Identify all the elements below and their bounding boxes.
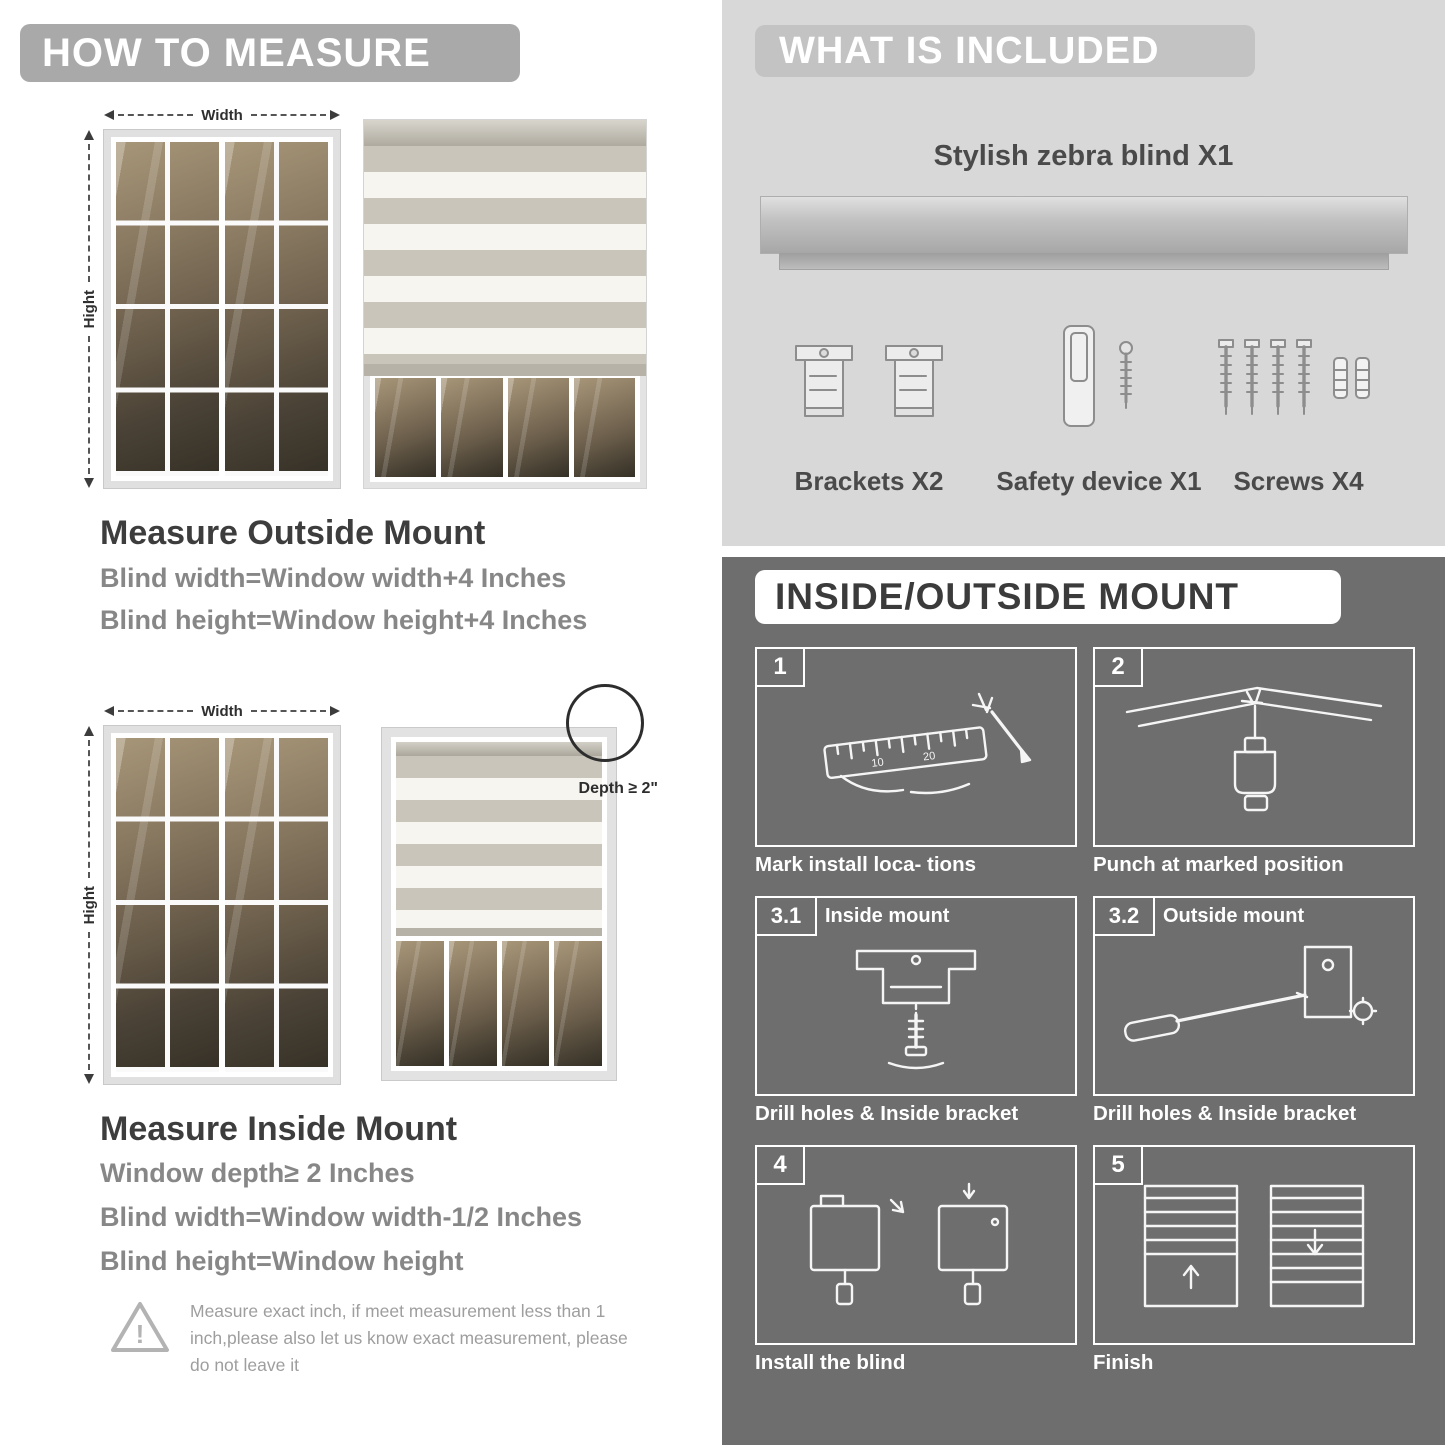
step-4-panel: 4 Install the bli: [755, 1145, 1077, 1377]
inside-bracket-screw-icon: [855, 949, 977, 1070]
window-sash: [225, 738, 328, 1072]
step-caption: Finish: [1093, 1351, 1154, 1374]
blind-in-frame: [396, 742, 602, 937]
window-sash: [116, 738, 219, 1072]
how-to-measure-header: HOW TO MEASURE: [20, 24, 520, 82]
step-number: 3.2: [1095, 898, 1155, 936]
brackets-icon: [795, 345, 943, 417]
what-is-included-header: WHAT IS INCLUDED: [755, 25, 1255, 77]
inside-mount-formula-height: Blind height=Window height: [100, 1246, 464, 1276]
outside-mount-blind-illustration: [364, 120, 646, 488]
svg-text:20: 20: [922, 750, 936, 763]
outside-bracket-screwdriver-icon: [1123, 945, 1378, 1042]
step-caption: Punch at marked position: [1093, 853, 1344, 876]
install-blind-icon: [809, 1182, 1009, 1306]
step-2-panel: 2 Punch at marked position: [1093, 647, 1415, 879]
height-arrow-label: Hight: [80, 885, 98, 925]
step-sublabel: Outside mount: [1163, 905, 1305, 927]
outside-mount-formula-width: Blind width=Window width+4 Inches: [100, 563, 567, 593]
blind-headrail: [364, 120, 646, 146]
inside-mount-depth-line: Window depth≥ 2 Inches: [100, 1158, 415, 1188]
product-title: Stylish zebra blind X1: [933, 140, 1234, 172]
window-illustration-outside: Width Hight: [78, 104, 341, 489]
blind-stripes: [364, 146, 646, 364]
safety-device-icon: [1063, 325, 1133, 427]
screws-label: Screws X4: [1233, 466, 1364, 496]
step-5-panel: 5 Finish: [1093, 1145, 1415, 1377]
window-image: [104, 726, 340, 1084]
arrow-right-icon: [330, 706, 341, 716]
step-1-panel: 1 10 20 Mar: [755, 647, 1077, 879]
arrow-up-icon: [84, 130, 94, 140]
arrow-down-icon: [84, 1074, 94, 1085]
inside-mount-blind-illustration: Depth ≥ 2": [382, 684, 658, 1080]
arrow-left-icon: [104, 706, 114, 716]
step-number: 1: [757, 649, 805, 687]
window-lower-panes: [396, 941, 602, 1066]
step-caption: Drill holes & Inside bracket: [1093, 1102, 1357, 1125]
outside-mount-title: Measure Outside Mount: [100, 514, 486, 552]
what-is-included-section: WHAT IS INCLUDED Stylish zebra blind X1: [722, 0, 1445, 546]
measurement-note-text: Measure exact inch, if meet measurement …: [190, 1301, 628, 1376]
depth-circle-annotation: [566, 684, 644, 762]
window-illustration-inside: Width Hight: [78, 700, 341, 1085]
svg-text:10: 10: [871, 756, 885, 769]
blind-bottomrail: [364, 364, 646, 376]
height-arrow-label: Hight: [80, 289, 98, 329]
arrow-up-icon: [84, 726, 94, 736]
step-3-1-panel: 3.1 Inside mount Drill holes & Ins: [755, 896, 1077, 1128]
finished-blinds-icon: [1143, 1184, 1365, 1308]
window-sash: [116, 142, 219, 476]
warning-triangle-icon: !: [111, 1302, 169, 1352]
step-number: 5: [1095, 1147, 1143, 1185]
step-number: 4: [757, 1147, 805, 1185]
zebra-blind-headrail-image: [760, 196, 1408, 270]
height-arrow: Hight: [78, 130, 100, 489]
step-3-2-panel: 3.2 Outside mount Drill holes & Inside b…: [1093, 896, 1415, 1128]
height-arrow: Hight: [78, 726, 100, 1085]
arrow-down-icon: [84, 478, 94, 489]
safety-device-label: Safety device X1: [996, 466, 1202, 496]
step-sublabel: Inside mount: [825, 905, 950, 927]
mount-instructions-section: INSIDE/OUTSIDE MOUNT 1 10 20: [722, 557, 1445, 1445]
inside-mount-formula-width: Blind width=Window width-1/2 Inches: [100, 1202, 583, 1232]
window-image: [104, 130, 340, 488]
drill-icon: [1125, 686, 1383, 812]
step-caption: Mark install loca- tions: [755, 853, 976, 876]
inside-mount-title: Measure Inside Mount: [100, 1110, 458, 1148]
measurement-note: ! Measure exact inch, if meet measuremen…: [108, 1298, 648, 1379]
width-arrow: Width: [78, 700, 341, 722]
brackets-label: Brackets X2: [794, 466, 944, 496]
window-lower-panes: [364, 376, 646, 488]
width-arrow-label: Width: [201, 106, 243, 124]
width-arrow-label: Width: [201, 702, 243, 720]
outside-mount-formula-height: Blind height=Window height+4 Inches: [100, 605, 588, 635]
svg-text:!: !: [136, 1319, 145, 1349]
window-sash: [225, 142, 328, 476]
step-number: 3.1: [757, 898, 817, 936]
depth-label: Depth ≥ 2": [578, 780, 658, 797]
mount-steps-grid: 1 10 20 Mar: [755, 647, 1415, 1377]
width-arrow: Width: [78, 104, 341, 126]
arrow-right-icon: [330, 110, 341, 120]
ruler-marking-icon: 10 20: [823, 692, 1032, 795]
step-caption: Install the blind: [755, 1351, 906, 1374]
inside-outside-mount-header: INSIDE/OUTSIDE MOUNT: [755, 570, 1341, 624]
step-number: 2: [1095, 649, 1143, 687]
arrow-left-icon: [104, 110, 114, 120]
step-caption: Drill holes & Inside bracket: [755, 1102, 1019, 1125]
screws-icon: [1217, 338, 1370, 416]
